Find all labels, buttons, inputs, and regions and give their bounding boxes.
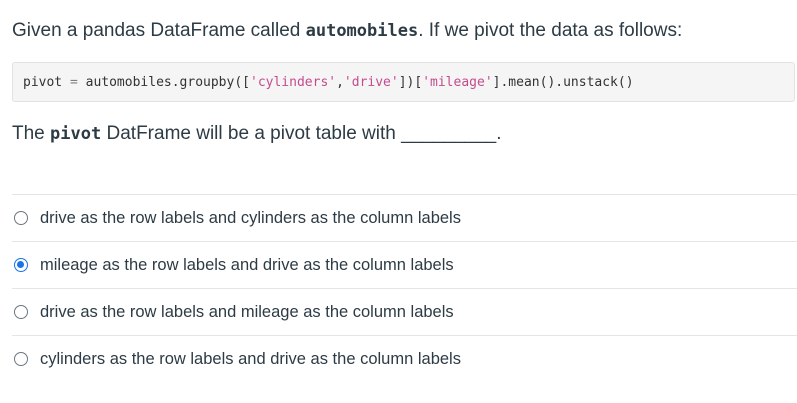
question-prefix: Given a pandas DataFrame called [12,20,306,41]
code-str-drive: 'drive' [343,74,399,90]
statement-prefix: The [12,123,51,144]
code-mid: ])[ [398,74,423,90]
radio-button-icon[interactable] [14,352,28,366]
code-comma: , [336,74,344,90]
statement-blank: _________ [401,123,497,144]
code-str-cylinders: 'cylinders' [250,74,337,90]
statement-code-name: pivot [50,124,102,144]
radio-button-selected-icon[interactable] [14,258,28,272]
answer-option-1[interactable]: drive as the row labels and cylinders as… [12,194,797,241]
answer-label: mileage as the row labels and drive as t… [40,255,454,274]
statement-middle: DatFrame will be a pivot table with [101,123,402,144]
answer-option-2[interactable]: mileage as the row labels and drive as t… [12,241,797,288]
radio-button-icon[interactable] [14,305,28,319]
answer-label: cylinders as the row labels and drive as… [40,349,461,368]
radio-button-icon[interactable] [14,211,28,225]
code-block: pivot = automobiles.groupby(['cylinders'… [12,62,795,102]
question-code-name: automobiles [305,21,419,41]
statement-text: The pivot DatFrame will be a pivot table… [12,121,502,147]
question-text: Given a pandas DataFrame called automobi… [12,18,682,44]
question-suffix: . If we pivot the data as follows: [418,20,683,41]
statement-end: . [496,123,502,144]
code-eq: = [69,74,78,90]
code-var: pivot [23,74,63,90]
answer-list: drive as the row labels and cylinders as… [12,194,797,382]
code-str-mileage: 'mileage' [422,74,493,90]
answer-label: drive as the row labels and mileage as t… [40,302,454,321]
answer-option-3[interactable]: drive as the row labels and mileage as t… [12,288,797,335]
code-end: ].mean().unstack() [492,74,634,90]
code-expr-start: automobiles.groupby([ [85,74,250,90]
answer-option-4[interactable]: cylinders as the row labels and drive as… [12,335,797,382]
answer-label: drive as the row labels and cylinders as… [40,208,461,227]
